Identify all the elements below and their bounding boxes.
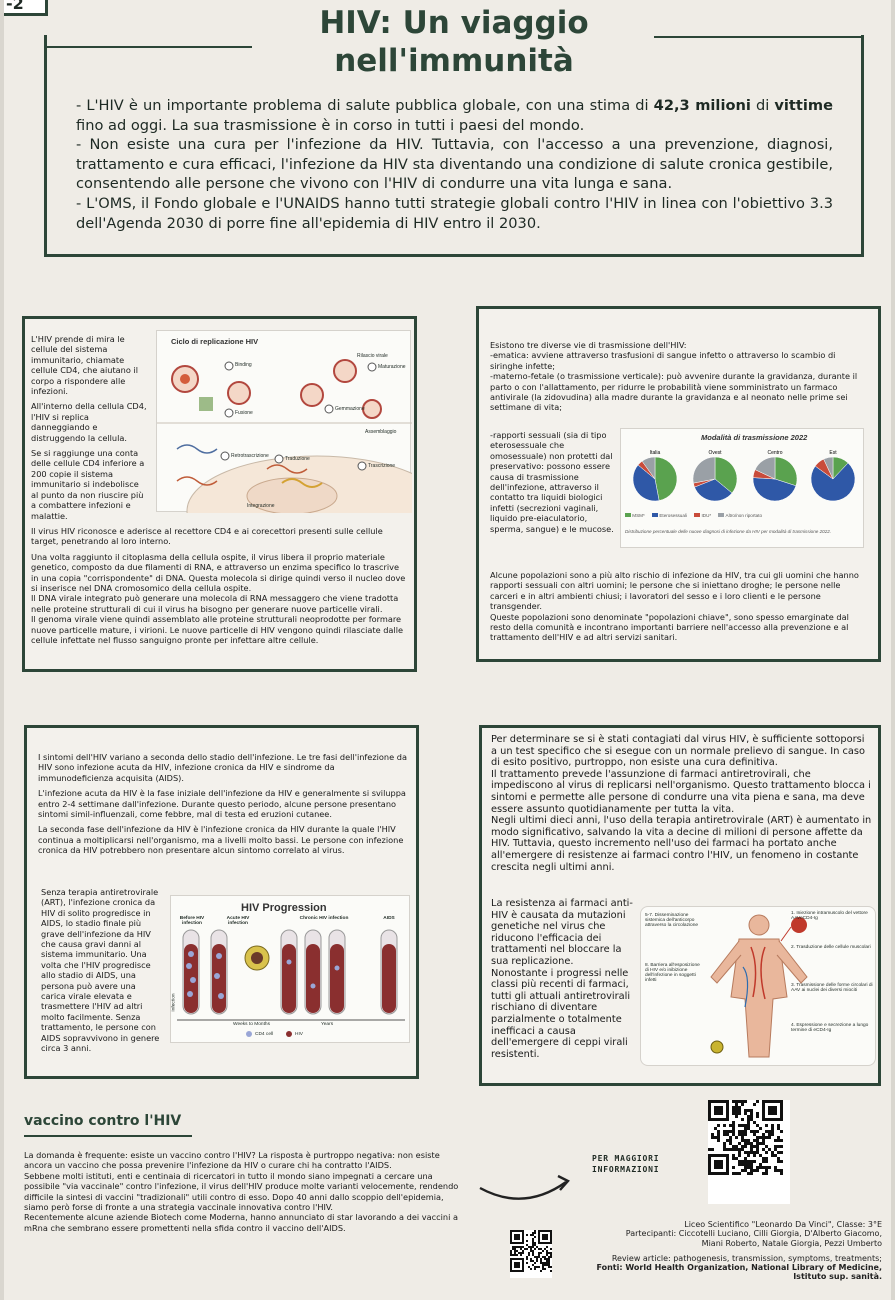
pie-slice — [774, 456, 798, 487]
chart-title: Modalità di trasmissione 2022 — [701, 433, 808, 442]
pie-slice — [632, 464, 660, 502]
intro-paragraph-2: - Non esiste una cura per l'infezione da… — [76, 136, 833, 193]
corner-label: -2 — [6, 0, 24, 13]
pie-slice — [810, 462, 856, 502]
title-line1: HIV: Un viaggio — [319, 5, 589, 41]
fig1-label-rilascio: Rilascio virale — [357, 353, 388, 359]
replication-cycle-figure: Ciclo di replicazione HIV Binding F — [156, 330, 412, 513]
pie-region-label: Ovest — [708, 450, 722, 456]
pie-region-label: Italia — [650, 450, 661, 456]
body-diagram — [710, 914, 808, 1058]
replication-figure-title: Ciclo di replicazione HIV — [171, 337, 259, 346]
axis-infection: Infection — [171, 993, 177, 1012]
qr-code-small[interactable] — [510, 1230, 552, 1278]
stage-acute: Acute HIV infection — [226, 916, 250, 926]
therapy-label-5: 5-7. Disseminazione sistemica dell'antic… — [645, 913, 699, 928]
intro-paragraph-1: - L'HIV è un importante problema di salu… — [76, 97, 833, 134]
vaccine-title: vaccino contro l'HIV — [24, 1113, 182, 1129]
fig1-label-binding: Binding — [235, 362, 252, 368]
pie-slice — [754, 456, 776, 480]
pie-slice — [654, 456, 678, 501]
fig1-label-traduzione: Traduzione — [285, 456, 310, 462]
pie-slice — [641, 456, 656, 480]
pie-slice — [714, 456, 738, 494]
legend-etero: Eterosessuali — [659, 513, 687, 518]
axis-years: Years — [321, 1022, 334, 1027]
title-line2: nell'immunità — [334, 43, 574, 79]
legend-altro: Altro/non riportato — [725, 513, 763, 518]
transmission-pies: Italia Ovest Centro Est — [632, 450, 856, 502]
review-label: Review article: pathogenesis, transmissi… — [611, 1254, 882, 1263]
panel1-side-text: L'HIV prende di mira le cellule del sist… — [31, 334, 147, 521]
panel4-top-text: Per determinare se si è stati contagiati… — [491, 734, 872, 873]
therapy-label-1: 1. Iniezione intramuscolo del vettore AA… — [791, 911, 868, 921]
intro-box — [44, 35, 864, 257]
therapy-label-4: 4. Espressione e secrezione a lungo term… — [791, 1023, 869, 1033]
legend-hiv: HIV — [295, 1032, 303, 1037]
fig1-label-maturazione: Maturazione — [378, 364, 406, 370]
title-rule-left — [44, 46, 252, 48]
pie-slice — [694, 478, 733, 502]
therapy-label-3: 3. Trasmissione delle forme circolari di… — [791, 983, 873, 993]
title-rule-right — [654, 36, 864, 38]
fig1-label-gemmazione: Gemmazione — [335, 406, 365, 412]
therapy-label-2: 2. Trasduzione delle cellule muscolari — [791, 945, 871, 950]
axis-weeks: Weeks to Months — [233, 1022, 270, 1027]
replication-diagram — [157, 359, 412, 513]
vaccine-text: La domanda è frequente: esiste un vaccin… — [24, 1150, 459, 1233]
pie-slice — [692, 456, 716, 484]
pie-slice — [752, 477, 797, 502]
fig1-label-retro: Retrotrascrizione — [231, 453, 269, 459]
transmission-chart: Modalità di trasmissione 2022 Italia Oves… — [620, 428, 864, 548]
panel1-body-text: Il virus HIV riconosce e aderisce al rec… — [31, 526, 406, 646]
panel2-bottom-text: Alcune popolazioni sono a più alto risch… — [490, 570, 859, 643]
panel3-top-text: I sintomi dell'HIV variano a seconda del… — [38, 752, 407, 856]
gene-therapy-figure: 1. Iniezione intramuscolo del vettore AA… — [640, 906, 876, 1066]
fig1-label-fusione: Fusione — [235, 410, 253, 416]
fig1-label-integrazione: Integrazione — [247, 503, 275, 509]
more-info-label: PER MAGGIORI INFORMAZIONI — [592, 1154, 660, 1174]
legend-msm: MSM* — [632, 513, 645, 518]
corner-tab: -2 — [4, 0, 48, 16]
panel3-side-text: Senza terapia antiretrovirale (ART), l'i… — [41, 887, 160, 1054]
panel2-side-text: -rapporti sessuali (sia di tipo eteroses… — [490, 430, 614, 534]
intro-paragraph-3: - L'OMS, il Fondo globale e l'UNAIDS han… — [76, 194, 833, 232]
intro-text: - L'HIV è un importante problema di salu… — [76, 96, 833, 233]
legend-cd4: CD4 cell — [255, 1032, 274, 1037]
chart-legend: MSM* Eterosessuali IDU* Altro/non riport… — [625, 513, 861, 518]
legend-idu: IDU* — [701, 513, 712, 518]
progression-title: HIV Progression — [241, 902, 327, 914]
stage-chronic: Chronic HIV infection — [299, 916, 349, 921]
poster: -2 HIV: Un viaggio nell'immunità - L'HIV… — [4, 0, 891, 1300]
sources-label: Fonti: World Health Organization, Nation… — [596, 1263, 882, 1281]
pie-region-label: Est — [829, 450, 837, 456]
chart-caption: Distribuzione percentuale delle nuove di… — [625, 529, 832, 534]
page-title: HIV: Un viaggio nell'immunità — [254, 4, 654, 80]
stage-aids: AIDS — [383, 916, 395, 921]
arrow-icon — [479, 1174, 570, 1200]
hiv-progression-figure: HIV Progression Before HIV infection Acu… — [170, 895, 410, 1043]
pie-region-label: Centro — [767, 450, 782, 456]
therapy-label-8: 8. Barriera all'esposizione di HIV e/o i… — [645, 963, 700, 983]
fig1-label-assemblaggio: Assemblaggio — [365, 429, 397, 435]
vaccine-rule — [24, 1135, 192, 1137]
participants-label: Partecipanti: Ciccotelli Luciano, Cilli … — [625, 1229, 882, 1248]
school-label: Liceo Scientifico "Leonardo Da Vinci", C… — [684, 1220, 882, 1229]
panel4-side-text: La resistenza ai farmaci anti-HIV è caus… — [491, 898, 633, 1060]
pie-slice — [823, 456, 834, 480]
stage-before: Before HIV infection — [179, 916, 205, 926]
panel2-top-text: Esistono tre diverse vie di trasmissione… — [490, 340, 858, 413]
progression-tubes — [177, 929, 405, 1037]
qr-code-main[interactable] — [708, 1100, 790, 1204]
fig1-label-trascrizione: Trascrizione — [368, 463, 396, 469]
